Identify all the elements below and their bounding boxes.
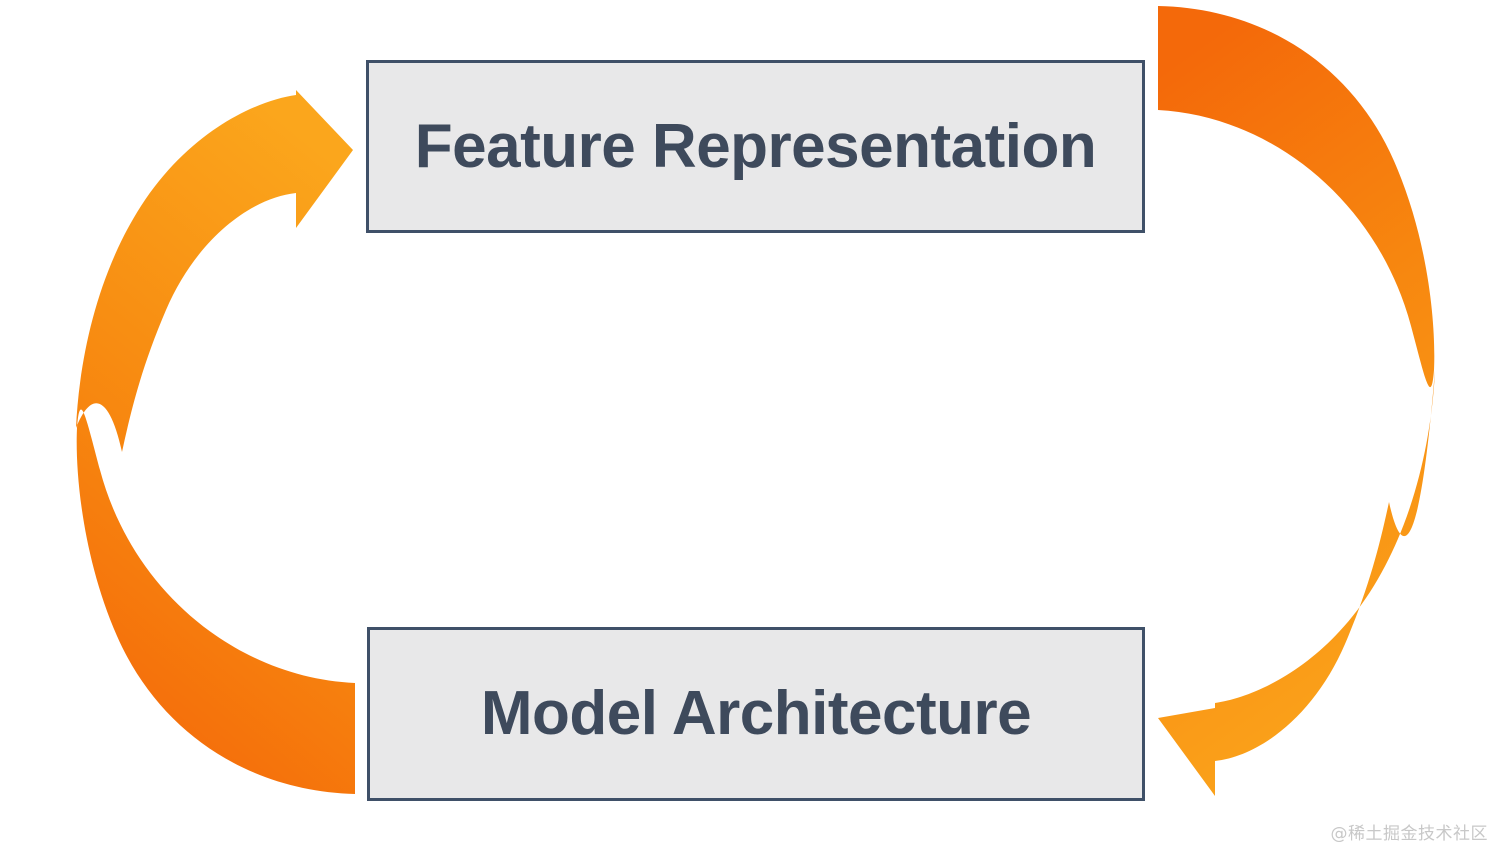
node-model-architecture-label: Model Architecture: [480, 679, 1032, 748]
watermark-text: @稀土掘金技术社区: [1330, 824, 1488, 844]
arrow-feature-to-model: [1158, 6, 1435, 796]
node-model-architecture[interactable]: Model Architecture: [367, 627, 1145, 801]
arrow-model-to-feature: [76, 90, 355, 794]
node-feature-representation[interactable]: Feature Representation: [366, 60, 1145, 233]
node-feature-representation-label: Feature Representation: [414, 111, 1097, 181]
